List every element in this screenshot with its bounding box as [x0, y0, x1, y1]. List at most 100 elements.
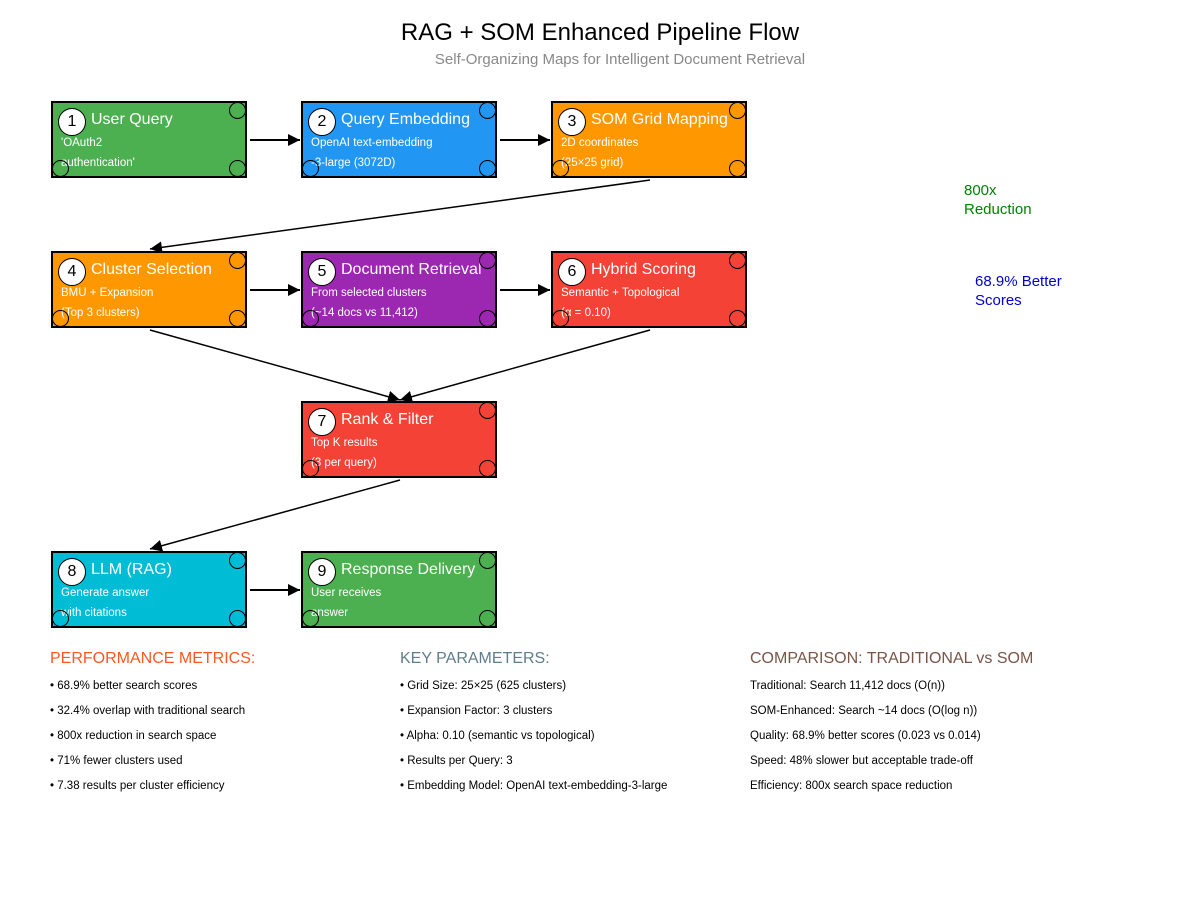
node-user-query: 1 User Query 'OAuth2 authentication'	[51, 101, 247, 178]
step-number-badge: 6	[558, 258, 586, 286]
corner-circle	[479, 460, 496, 477]
list-item: • Alpha: 0.10 (semantic vs topological)	[400, 730, 595, 742]
list-item: • 68.9% better search scores	[50, 680, 198, 692]
list-item: • Grid Size: 25×25 (625 clusters)	[400, 680, 567, 692]
node-title: Query Embedding	[341, 111, 470, 128]
node-detail-line-2: -3-large (3072D)	[311, 157, 396, 169]
node-title: Response Delivery	[341, 561, 476, 578]
node-detail-line-2: answer	[311, 607, 349, 619]
node-title: Document Retrieval	[341, 261, 482, 278]
scores-callout: 68.9% Better Scores	[975, 273, 1062, 309]
list-item: SOM-Enhanced: Search ~14 docs (O(log n))	[750, 705, 978, 717]
arrow-6-to-7	[399, 329, 651, 403]
corner-circle	[229, 310, 246, 327]
step-number-badge: 8	[58, 558, 86, 586]
node-detail-line-1: Semantic + Topological	[561, 287, 680, 299]
arrow-3-to-4	[149, 179, 651, 254]
reduction-callout: 800x Reduction	[964, 182, 1032, 218]
node-detail-line-1: 'OAuth2	[61, 137, 103, 149]
section-heading: KEY PARAMETERS:	[400, 650, 550, 667]
node-detail-line-2: (25×25 grid)	[561, 157, 624, 169]
comparison-section: COMPARISON: TRADITIONAL vs SOM Tradition…	[750, 650, 1033, 799]
corner-circle	[302, 310, 319, 327]
step-number-badge: 1	[58, 108, 86, 136]
corner-circle	[229, 610, 246, 627]
node-title: Hybrid Scoring	[591, 261, 696, 278]
node-title: SOM Grid Mapping	[591, 111, 728, 128]
step-number-badge: 9	[308, 558, 336, 586]
corner-circle	[479, 310, 496, 327]
node-title: LLM (RAG)	[91, 561, 172, 578]
corner-circle	[302, 160, 319, 177]
list-item: • 71% fewer clusters used	[50, 755, 183, 767]
corner-circle	[52, 310, 69, 327]
corner-circle	[229, 552, 246, 569]
node-detail-line-1: Generate answer	[61, 587, 150, 599]
key-parameters-section: KEY PARAMETERS: • Grid Size: 25×25 (625 …	[400, 650, 667, 799]
corner-circle	[479, 252, 496, 269]
corner-circle	[302, 460, 319, 477]
corner-circle	[229, 102, 246, 119]
arrow-4-to-7	[149, 329, 401, 403]
node-detail-line-1: BMU + Expansion	[61, 287, 154, 299]
step-number-badge: 5	[308, 258, 336, 286]
corner-circle	[729, 310, 746, 327]
node-detail-line-1: 2D coordinates	[561, 137, 639, 149]
list-item: • 800x reduction in search space	[50, 730, 217, 742]
list-item: • 7.38 results per cluster efficiency	[50, 780, 225, 792]
node-title: Rank & Filter	[341, 411, 434, 428]
corner-circle	[479, 402, 496, 419]
corner-circle	[729, 252, 746, 269]
node-detail-line-2: (α = 0.10)	[561, 307, 611, 319]
node-response-delivery: 9 Response Delivery User receives answer	[301, 551, 497, 628]
step-number-badge: 4	[58, 258, 86, 286]
node-query-embedding: 2 Query Embedding OpenAI text-embedding …	[301, 101, 497, 178]
list-item: Efficiency: 800x search space reduction	[750, 780, 953, 792]
step-number-badge: 3	[558, 108, 586, 136]
corner-circle	[229, 252, 246, 269]
corner-circle	[479, 102, 496, 119]
corner-circle	[52, 610, 69, 627]
node-detail-line-2: (3 per query)	[311, 457, 377, 469]
corner-circle	[552, 160, 569, 177]
step-number-badge: 7	[308, 408, 336, 436]
page-title: RAG + SOM Enhanced Pipeline Flow	[400, 19, 800, 46]
corner-circle	[479, 552, 496, 569]
list-item: Quality: 68.9% better scores (0.023 vs 0…	[750, 730, 981, 742]
corner-circle	[552, 310, 569, 327]
node-detail-line-2: (Top 3 clusters)	[61, 307, 140, 319]
node-detail-line-1: From selected clusters	[311, 287, 427, 299]
list-item: • Results per Query: 3	[400, 755, 513, 767]
node-title: Cluster Selection	[91, 261, 212, 278]
corner-circle	[729, 160, 746, 177]
performance-metrics-section: PERFORMANCE METRICS: • 68.9% better sear…	[50, 650, 255, 799]
corner-circle	[479, 610, 496, 627]
node-detail-line-2: with citations	[61, 607, 127, 619]
node-rank-filter: 7 Rank & Filter Top K results (3 per que…	[301, 401, 497, 478]
step-number-badge: 2	[308, 108, 336, 136]
node-detail-line-2: (~14 docs vs 11,412)	[311, 307, 418, 319]
node-detail-line-1: User receives	[311, 587, 382, 599]
page-subtitle: Self-Organizing Maps for Intelligent Doc…	[434, 51, 806, 68]
node-hybrid-scoring: 6 Hybrid Scoring Semantic + Topological …	[551, 251, 747, 328]
corner-circle	[302, 610, 319, 627]
arrow-7-to-8	[149, 479, 401, 552]
node-detail-line-1: OpenAI text-embedding	[311, 137, 433, 149]
node-cluster-selection: 4 Cluster Selection BMU + Expansion (Top…	[51, 251, 247, 328]
node-detail-line-2: authentication'	[61, 157, 135, 169]
node-detail-line-1: Top K results	[311, 437, 378, 449]
node-title: User Query	[91, 111, 173, 128]
list-item: • Embedding Model: OpenAI text-embedding…	[400, 780, 668, 792]
corner-circle	[729, 102, 746, 119]
corner-circle	[479, 160, 496, 177]
node-som-grid-mapping: 3 SOM Grid Mapping 2D coordinates (25×25…	[551, 101, 747, 178]
node-document-retrieval: 5 Document Retrieval From selected clust…	[301, 251, 497, 328]
corner-circle	[229, 160, 246, 177]
list-item: • 32.4% overlap with traditional search	[50, 705, 246, 717]
list-item: Traditional: Search 11,412 docs (O(n))	[750, 680, 945, 692]
node-llm-rag: 8 LLM (RAG) Generate answer with citatio…	[51, 551, 247, 628]
list-item: • Expansion Factor: 3 clusters	[400, 705, 553, 717]
section-heading: PERFORMANCE METRICS:	[50, 650, 256, 667]
list-item: Speed: 48% slower but acceptable trade-o…	[750, 755, 973, 767]
